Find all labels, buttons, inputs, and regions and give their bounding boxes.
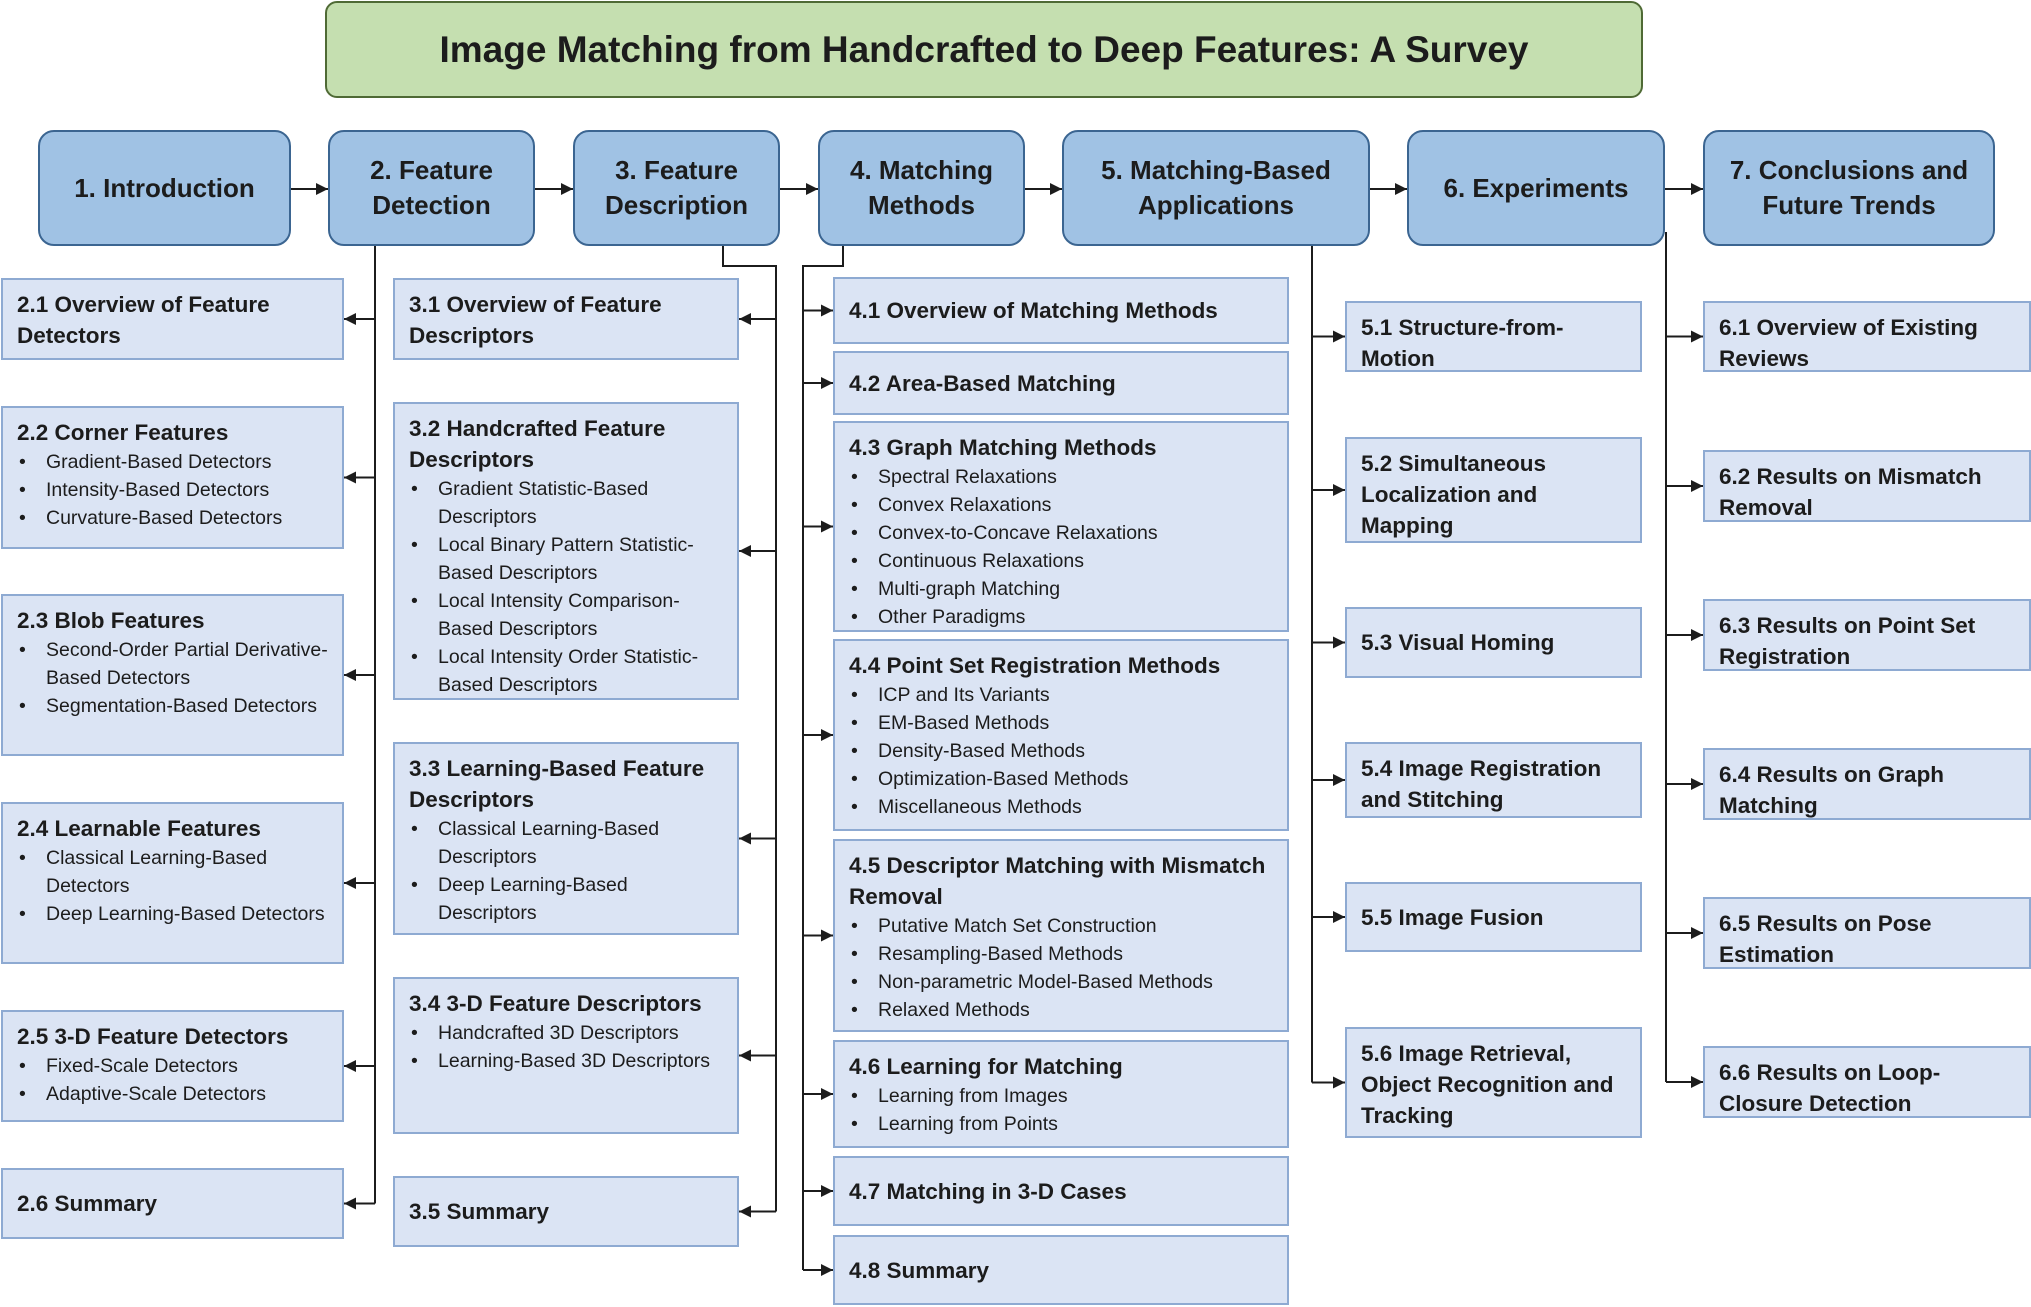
bullet-item: Learning from Images [849,1082,1273,1110]
survey-title: Image Matching from Handcrafted to Deep … [325,1,1643,98]
section-2-3: 2.3 Blob FeaturesSecond-Order Partial De… [1,594,344,756]
section-5-5: 5.5 Image Fusion [1345,882,1642,952]
section-6-3: 6.3 Results on Point Set Registration [1703,599,2031,671]
section-5-3: 5.3 Visual Homing [1345,607,1642,678]
bullet-item: ICP and Its Variants [849,681,1273,709]
section-6-4: 6.4 Results on Graph Matching [1703,748,2031,820]
bullet-item: Second-Order Partial Derivative-Based De… [17,636,328,692]
bullet-item: Learning-Based 3D Descriptors [409,1047,723,1075]
section-5-2: 5.2 Simultaneous Localization and Mappin… [1345,437,1642,543]
bullet-item: Relaxed Methods [849,996,1273,1024]
chapter-matching-based-applications: 5. Matching-Based Applications [1062,130,1370,246]
matching-spine [802,246,844,1270]
section-6-2: 6.2 Results on Mismatch Removal [1703,450,2031,522]
bullet-item: Classical Learning-Based Detectors [17,844,328,900]
bullet-item: Curvature-Based Detectors [17,504,328,532]
chapter-matching-methods: 4. Matching Methods [818,130,1025,246]
bullet-item: Resampling-Based Methods [849,940,1273,968]
section-3-5: 3.5 Summary [393,1176,739,1247]
section-5-6: 5.6 Image Retrieval, Object Recognition … [1345,1027,1642,1138]
bullet-list: ICP and Its VariantsEM-Based MethodsDens… [849,681,1273,821]
section-4-5: 4.5 Descriptor Matching with Mismatch Re… [833,839,1289,1032]
chapter-experiments: 6. Experiments [1407,130,1665,246]
chapter-feature-description: 3. Feature Description [573,130,780,246]
section-3-1: 3.1 Overview of Feature Descriptors [393,278,739,360]
bullet-item: Learning from Points [849,1110,1273,1138]
bullet-item: Non-parametric Model-Based Methods [849,968,1273,996]
section-4-8: 4.8 Summary [833,1235,1289,1305]
section-4-3: 4.3 Graph Matching MethodsSpectral Relax… [833,421,1289,632]
bullet-list: Classical Learning-Based DescriptorsDeep… [409,815,723,927]
section-2-1: 2.1 Overview of Feature Detectors [1,278,344,360]
bullet-item: Convex Relaxations [849,491,1273,519]
bullet-list: Gradient Statistic-Based DescriptorsLoca… [409,475,723,699]
chapter-introduction: 1. Introduction [38,130,291,246]
section-4-1: 4.1 Overview of Matching Methods [833,277,1289,344]
bullet-item: Convex-to-Concave Relaxations [849,519,1273,547]
section-6-6: 6.6 Results on Loop-Closure Detection [1703,1046,2031,1118]
bullet-list: Classical Learning-Based DetectorsDeep L… [17,844,328,928]
bullet-list: Putative Match Set ConstructionResamplin… [849,912,1273,1024]
section-4-4: 4.4 Point Set Registration MethodsICP an… [833,639,1289,831]
bullet-list: Spectral RelaxationsConvex RelaxationsCo… [849,463,1273,631]
section-2-4: 2.4 Learnable FeaturesClassical Learning… [1,802,344,964]
bullet-item: Fixed-Scale Detectors [17,1052,328,1080]
section-2-6: 2.6 Summary [1,1168,344,1239]
section-4-6: 4.6 Learning for MatchingLearning from I… [833,1040,1289,1148]
bullet-list: Handcrafted 3D DescriptorsLearning-Based… [409,1019,723,1075]
section-4-2: 4.2 Area-Based Matching [833,351,1289,415]
chapter-feature-detection: 2. Feature Detection [328,130,535,246]
bullet-item: Multi-graph Matching [849,575,1273,603]
bullet-item: Deep Learning-Based Descriptors [409,871,723,927]
bullet-item: Local Intensity Comparison-Based Descrip… [409,587,723,643]
bullet-item: Local Intensity Order Statistic-Based De… [409,643,723,699]
bullet-item: Other Paradigms [849,603,1273,631]
bullet-item: Continuous Relaxations [849,547,1273,575]
bullet-item: Optimization-Based Methods [849,765,1273,793]
section-2-2: 2.2 Corner FeaturesGradient-Based Detect… [1,406,344,549]
bullet-item: EM-Based Methods [849,709,1273,737]
bullet-item: Putative Match Set Construction [849,912,1273,940]
bullet-list: Learning from ImagesLearning from Points [849,1082,1273,1138]
bullet-list: Fixed-Scale DetectorsAdaptive-Scale Dete… [17,1052,328,1108]
section-6-1: 6.1 Overview of Existing Reviews [1703,301,2031,372]
bullet-list: Second-Order Partial Derivative-Based De… [17,636,328,720]
section-5-1: 5.1 Structure-from-Motion [1345,301,1642,372]
chapter-conclusions-future-trends: 7. Conclusions and Future Trends [1703,130,1995,246]
description-spine [722,246,777,1212]
bullet-item: Classical Learning-Based Descriptors [409,815,723,871]
section-3-3: 3.3 Learning-Based Feature DescriptorsCl… [393,742,739,935]
bullet-item: Density-Based Methods [849,737,1273,765]
section-6-5: 6.5 Results on Pose Estimation [1703,897,2031,969]
bullet-item: Adaptive-Scale Detectors [17,1080,328,1108]
bullet-item: Local Binary Pattern Statistic-Based Des… [409,531,723,587]
section-3-2: 3.2 Handcrafted Feature DescriptorsGradi… [393,402,739,700]
bullet-item: Handcrafted 3D Descriptors [409,1019,723,1047]
bullet-item: Gradient-Based Detectors [17,448,328,476]
section-4-7: 4.7 Matching in 3-D Cases [833,1156,1289,1226]
bullet-item: Spectral Relaxations [849,463,1273,491]
bullet-item: Deep Learning-Based Detectors [17,900,328,928]
bullet-item: Intensity-Based Detectors [17,476,328,504]
section-3-4: 3.4 3-D Feature DescriptorsHandcrafted 3… [393,977,739,1134]
bullet-item: Miscellaneous Methods [849,793,1273,821]
section-5-4: 5.4 Image Registration and Stitching [1345,742,1642,818]
bullet-list: Gradient-Based DetectorsIntensity-Based … [17,448,328,532]
section-2-5: 2.5 3-D Feature DetectorsFixed-Scale Det… [1,1010,344,1122]
bullet-item: Gradient Statistic-Based Descriptors [409,475,723,531]
bullet-item: Segmentation-Based Detectors [17,692,328,720]
